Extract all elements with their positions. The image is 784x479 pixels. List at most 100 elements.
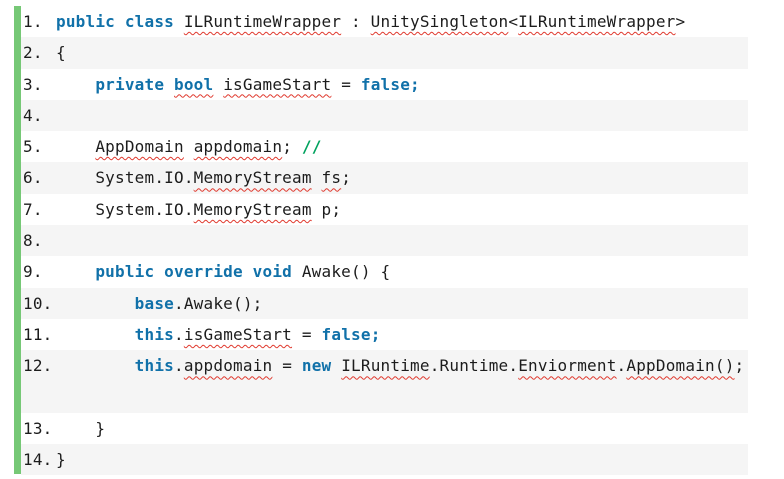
identifier-token: p; xyxy=(311,199,342,219)
identifier-token xyxy=(184,137,194,156)
keyword-token: private xyxy=(95,74,175,94)
code-line[interactable]: 8. xyxy=(21,225,748,257)
identifier-token: ILRuntime xyxy=(341,356,430,376)
identifier-token: = xyxy=(272,356,302,376)
line-number: 10. xyxy=(23,293,53,313)
code-line[interactable]: 3. private bool isGameStart = false; xyxy=(21,69,748,100)
identifier-token: AppDomain() xyxy=(626,356,735,376)
identifier-token: { xyxy=(56,43,66,63)
code-text: private bool isGameStart = false; xyxy=(56,69,420,100)
line-number: 9. xyxy=(23,262,43,282)
identifier-token xyxy=(56,137,95,156)
code-text: this.isGameStart = false; xyxy=(56,319,381,350)
code-text: base.Awake(); xyxy=(56,288,263,319)
identifier-token: < xyxy=(508,12,519,31)
line-number: 13. xyxy=(23,418,53,438)
line-number: 7. xyxy=(23,199,43,219)
identifier-token: appdomain xyxy=(183,356,273,376)
code-line[interactable]: 4. xyxy=(21,99,748,132)
code-line[interactable]: 13. } xyxy=(21,413,748,444)
identifier-token xyxy=(312,168,322,187)
line-number: 2. xyxy=(23,43,43,63)
comment-token: // xyxy=(301,137,322,157)
line-number: 11. xyxy=(23,324,53,344)
identifier-token: Enviorment xyxy=(518,356,617,376)
identifier-token: } xyxy=(56,450,66,470)
identifier-token xyxy=(56,325,135,344)
keyword-token: this xyxy=(134,356,175,376)
code-line[interactable]: 12. this.appdomain = new ILRuntime.Runti… xyxy=(21,350,748,382)
identifier-token: . xyxy=(174,356,184,376)
line-number xyxy=(21,382,56,413)
identifier-token: = xyxy=(292,324,322,344)
line-number: 6. xyxy=(23,168,43,188)
identifier-token: > xyxy=(675,12,686,31)
code-text: } xyxy=(56,413,105,444)
line-number: 14. xyxy=(23,450,53,470)
identifier-token: .Runtime. xyxy=(429,356,519,376)
line-number: 3. xyxy=(23,74,43,94)
code-text: } xyxy=(56,444,66,475)
keyword-token: false; xyxy=(321,324,381,344)
line-number: 4. xyxy=(23,105,43,125)
identifier-token: System.IO. xyxy=(56,168,194,188)
identifier-token: appdomain xyxy=(193,137,283,157)
keyword-token: bool xyxy=(174,74,214,94)
identifier-token: : xyxy=(341,12,371,31)
identifier-token: System.IO. xyxy=(56,199,194,219)
line-number: 5. xyxy=(23,137,43,157)
code-line[interactable]: 7. System.IO.MemoryStream p; xyxy=(21,194,748,225)
identifier-token: ; xyxy=(282,137,302,157)
identifier-token xyxy=(56,294,135,313)
identifier-token: UnitySingleton xyxy=(370,12,509,31)
line-number: 12. xyxy=(23,356,53,376)
keyword-token: new xyxy=(301,356,332,376)
identifier-token xyxy=(56,75,95,94)
code-line[interactable]: 5. AppDomain appdomain; // xyxy=(21,131,748,162)
code-line[interactable]: 9. public override void Awake() { xyxy=(21,256,748,287)
identifier-token: AppDomain xyxy=(95,137,184,157)
code-line[interactable]: 14.} xyxy=(21,444,748,476)
identifier-token: .Awake(); xyxy=(174,293,263,313)
identifier-token xyxy=(331,356,341,375)
identifier-token: ; xyxy=(734,356,745,376)
identifier-token: . xyxy=(174,324,184,344)
identifier-token: isGameStart xyxy=(223,74,332,94)
identifier-token xyxy=(213,75,223,94)
identifier-token: fs xyxy=(321,168,342,188)
code-text: AppDomain appdomain; // xyxy=(56,131,322,162)
code-line[interactable]: 2. { xyxy=(21,37,748,69)
identifier-token: = xyxy=(331,74,361,94)
changed-lines-indicator-bar xyxy=(14,6,21,474)
code-line[interactable]: 6. System.IO.MemoryStream fs; xyxy=(21,162,748,194)
identifier-token: isGameStart xyxy=(183,324,293,344)
code-text: public override void Awake() { xyxy=(56,256,390,287)
keyword-token: public override void xyxy=(95,262,302,282)
keyword-token: public class xyxy=(56,12,184,31)
code-line[interactable]: 1. public class ILRuntimeWrapper : UnityS… xyxy=(21,6,748,37)
code-text: System.IO.MemoryStream p; xyxy=(56,194,341,225)
line-number: 1. xyxy=(23,12,43,31)
code-line[interactable] xyxy=(21,381,748,413)
code-lines-container: 1. public class ILRuntimeWrapper : UnityS… xyxy=(21,6,748,476)
identifier-token: ILRuntimeWrapper xyxy=(518,12,676,31)
identifier-token: MemoryStream xyxy=(193,199,312,219)
identifier-token xyxy=(56,262,95,281)
keyword-token: base xyxy=(134,293,175,313)
keyword-token: this xyxy=(134,324,175,344)
code-line[interactable]: 10. base.Awake(); xyxy=(21,287,748,319)
code-text: this.appdomain = new ILRuntime.Runtime.E… xyxy=(56,350,745,381)
identifier-token: . xyxy=(616,356,627,376)
identifier-token: ; xyxy=(341,168,352,188)
code-text: System.IO.MemoryStream fs; xyxy=(56,162,351,193)
line-number: 8. xyxy=(23,231,43,251)
identifier-token: } xyxy=(56,418,106,438)
identifier-token xyxy=(56,356,135,375)
code-text: { xyxy=(56,37,66,68)
keyword-token: false; xyxy=(360,74,420,94)
code-text: public class ILRuntimeWrapper : UnitySin… xyxy=(56,6,685,37)
identifier-token: Awake() { xyxy=(301,262,391,282)
identifier-token: ILRuntimeWrapper xyxy=(183,12,342,31)
code-line[interactable]: 11. this.isGameStart = false; xyxy=(21,319,748,350)
